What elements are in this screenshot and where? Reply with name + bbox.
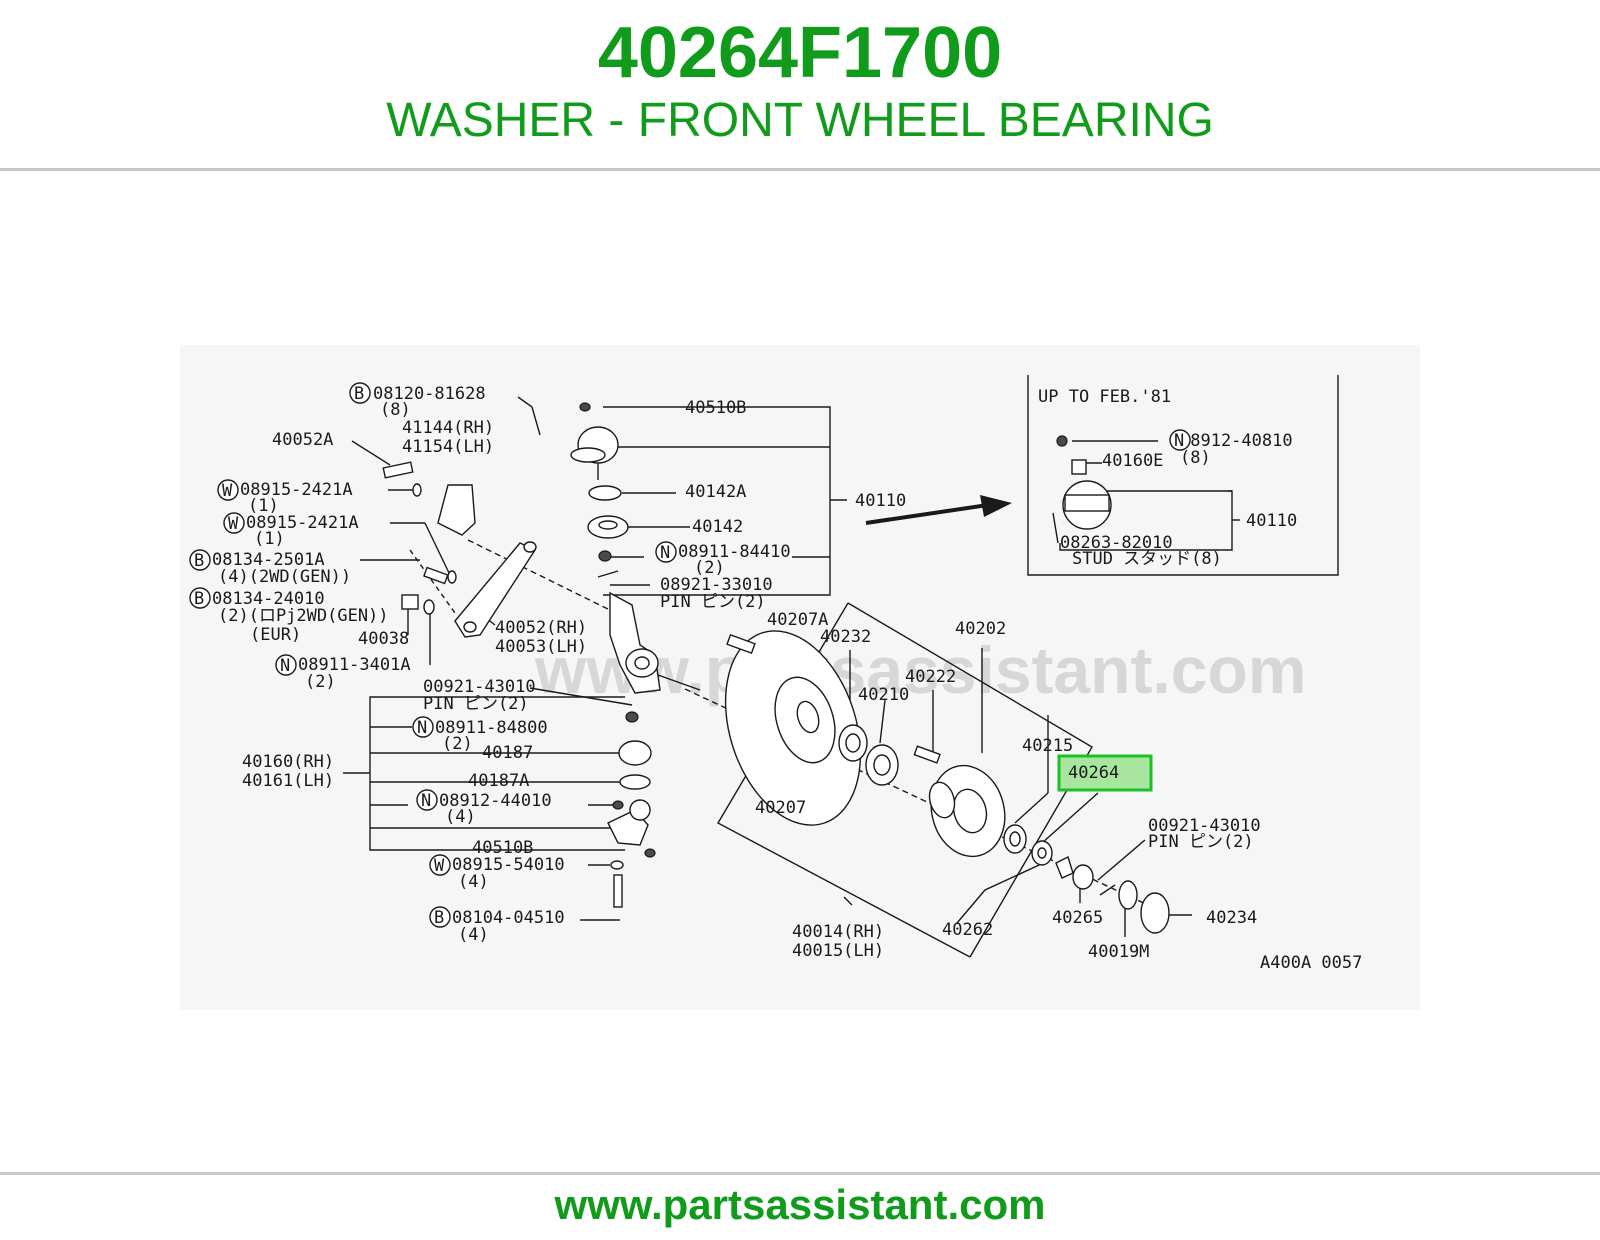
label-08921-33010: 08921-33010 <box>660 575 773 595</box>
label-40262: 40262 <box>942 920 993 940</box>
figure-code: A400A 0057 <box>1260 953 1362 973</box>
label-08911-84410: 08911-84410 <box>678 542 791 562</box>
label-08915-2421a-1: 08915-2421A <box>240 480 353 500</box>
glyph-washer: W <box>222 481 233 501</box>
label-08104-04510-qty: (4) <box>458 925 489 945</box>
label-40202: 40202 <box>955 619 1006 639</box>
label-40187: 40187 <box>482 743 533 763</box>
label-08134-24010-qty: (2)(ロPj2WD(GEN)) <box>218 606 389 626</box>
glyph-bolt: B <box>434 908 444 928</box>
label-08911-84410-qty: (2) <box>694 558 725 578</box>
label-08911-84800-qty: (2) <box>442 734 473 754</box>
label-08134-2501a: 08134-2501A <box>212 550 325 570</box>
label-40215: 40215 <box>1022 736 1073 756</box>
label-40265: 40265 <box>1052 908 1103 928</box>
label-08134-2501a-qty: (4)(2WD(GEN)) <box>218 567 351 587</box>
label-08915-2421a-2: 08915-2421A <box>246 513 359 533</box>
highlighted-part-callout[interactable]: 40264 <box>1057 754 1153 792</box>
label-08915-54010-qty: (4) <box>458 872 489 892</box>
glyph-bolt: B <box>194 589 204 609</box>
label-41144: 41144(RH) <box>402 418 494 438</box>
inset-title: UP TO FEB.'81 <box>1038 387 1171 407</box>
label-08120-81628: 08120-81628 <box>373 384 486 404</box>
highlight-box[interactable] <box>1057 754 1153 792</box>
label-40232: 40232 <box>820 627 871 647</box>
label-08120-81628-qty: (8) <box>380 400 411 420</box>
label-08134-24010: 08134-24010 <box>212 589 325 609</box>
inset-label-08912-40810: 08912-40810 <box>1180 431 1293 451</box>
header-divider <box>0 168 1600 171</box>
label-00921-43010-right: 00921-43010 <box>1148 816 1261 836</box>
inset-label-08912-40810-qty: (8) <box>1180 448 1211 468</box>
label-40510b-bottom: 40510B <box>472 838 533 858</box>
label-08912-44010: 08912-44010 <box>439 791 552 811</box>
inset-label-stud-number: 08263-82010 <box>1060 533 1173 553</box>
label-08915-54010: 08915-54010 <box>452 855 565 875</box>
label-08911-3401a: 08911-3401A <box>298 655 411 675</box>
footer-url-link[interactable]: www.partsassistant.com <box>554 1181 1046 1228</box>
inset-label-40160e: 40160E <box>1102 451 1163 471</box>
label-40207a: 40207A <box>767 610 828 630</box>
label-08134-24010-eur: (EUR) <box>250 625 301 645</box>
label-40510b-top: 40510B <box>685 398 746 418</box>
label-40015-lh: 40015(LH) <box>792 941 884 961</box>
label-40019m: 40019M <box>1088 942 1149 962</box>
label-40110: 40110 <box>855 491 906 511</box>
glyph-nut: N <box>1174 431 1184 451</box>
label-41154: 41154(LH) <box>402 437 494 457</box>
footer-divider <box>0 1172 1600 1175</box>
label-40160-rh: 40160(RH) <box>242 752 334 772</box>
part-description: WASHER - FRONT WHEEL BEARING <box>386 94 1214 147</box>
label-40052-rh: 40052(RH) <box>495 618 587 638</box>
inset-label-stud-desc: STUD スタッド(8) <box>1072 549 1222 569</box>
label-40142a: 40142A <box>685 482 746 502</box>
fastener-type-glyphs: B W W B B N N N N W B N <box>189 382 1191 928</box>
glyph-washer: W <box>228 514 239 534</box>
glyph-nut: N <box>421 791 431 811</box>
glyph-nut: N <box>660 543 670 563</box>
label-40222: 40222 <box>905 667 956 687</box>
glyph-bolt: B <box>354 384 364 404</box>
inset-box: UP TO FEB.'81 08912-40810 (8) 40160E 401… <box>1027 375 1339 576</box>
label-40052a: 40052A <box>272 430 333 450</box>
part-number-title: 40264F1700 <box>597 13 1003 93</box>
glyph-washer: W <box>434 856 445 876</box>
part-sketches <box>382 402 1170 934</box>
label-08911-3401a-qty: (2) <box>305 672 336 692</box>
glyph-bolt: B <box>194 551 204 571</box>
highlight-part-label[interactable]: 40264 <box>1068 763 1119 783</box>
label-08911-84800: 08911-84800 <box>435 718 548 738</box>
label-40207: 40207 <box>755 798 806 818</box>
arrow-to-inset <box>865 495 1012 525</box>
label-08921-33010-pin: PIN ピン(2) <box>660 592 766 612</box>
label-00921-43010-left-pin: PIN ピン(2) <box>423 694 529 714</box>
label-40038: 40038 <box>358 629 409 649</box>
label-00921-43010-right-pin: PIN ピン(2) <box>1148 832 1254 852</box>
glyph-nut: N <box>417 718 427 738</box>
label-08912-44010-qty: (4) <box>445 807 476 827</box>
label-08104-04510: 08104-04510 <box>452 908 565 928</box>
label-40210: 40210 <box>858 685 909 705</box>
label-40014-rh: 40014(RH) <box>792 922 884 942</box>
label-40234: 40234 <box>1206 908 1257 928</box>
label-08915-2421a-1-qty: (1) <box>248 496 279 516</box>
label-40053-lh: 40053(LH) <box>495 637 587 657</box>
inset-label-40110: 40110 <box>1246 511 1297 531</box>
glyph-nut: N <box>280 656 290 676</box>
label-40142: 40142 <box>692 517 743 537</box>
part-labels: 08120-81628 (8) 41144(RH) 41154(LH) 4005… <box>212 384 1362 973</box>
label-40161-lh: 40161(LH) <box>242 771 334 791</box>
label-00921-43010-left: 00921-43010 <box>423 677 536 697</box>
label-40187a: 40187A <box>468 771 529 791</box>
label-08915-2421a-2-qty: (1) <box>254 529 285 549</box>
parts-exploded-diagram: www.partsassistant.com <box>189 375 1362 973</box>
